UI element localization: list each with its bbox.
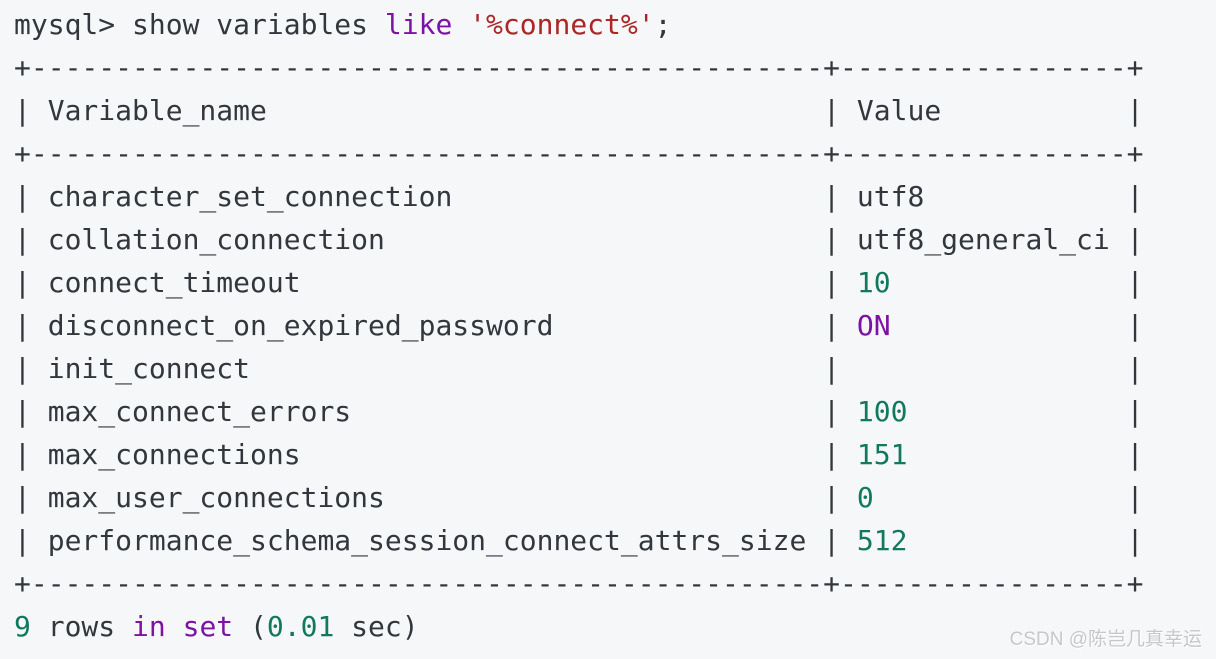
- ascii-border: +---------------------------------------…: [14, 137, 1144, 170]
- ascii-border: +---------------------------------------…: [14, 567, 1144, 600]
- cell-divider: |: [806, 223, 857, 256]
- cell-divider: |: [806, 524, 857, 557]
- table-border-bottom: +---------------------------------------…: [14, 562, 1216, 605]
- cell-divider: |: [1109, 395, 1144, 428]
- query-segment: '%connect%': [469, 8, 655, 41]
- cell-divider: |: [14, 309, 48, 342]
- query-segment: ;: [654, 8, 672, 41]
- variable-name-cell: init_connect: [47, 352, 807, 385]
- summary-segment: (: [233, 610, 267, 643]
- cell-divider: |: [14, 395, 48, 428]
- cell-divider: |: [14, 266, 48, 299]
- summary-segment: 0.01: [266, 610, 335, 643]
- value-cell: [857, 352, 1110, 385]
- cell-divider: |: [806, 352, 857, 385]
- cell-divider: |: [1109, 438, 1144, 471]
- table-header-line: | Variable_name | Value |: [14, 89, 1216, 132]
- column-header-value: Value: [856, 94, 1110, 127]
- variable-name-cell: performance_schema_session_connect_attrs…: [47, 524, 807, 557]
- value-cell: 10: [856, 266, 1110, 299]
- variable-name-cell: disconnect_on_expired_password: [47, 309, 807, 342]
- cell-divider: |: [806, 395, 857, 428]
- value-cell: 100: [856, 395, 1110, 428]
- variable-name-cell: character_set_connection: [47, 180, 807, 213]
- table-row: | max_connections | 151 |: [14, 433, 1216, 476]
- cell-divider: |: [1109, 266, 1144, 299]
- value-cell: ON: [856, 309, 1110, 342]
- cell-divider: |: [14, 223, 48, 256]
- mysql-query-line: mysql> show variables like '%connect%';: [14, 3, 1216, 46]
- cell-divider: |: [14, 352, 48, 385]
- table-row: | connect_timeout | 10 |: [14, 261, 1216, 304]
- ascii-border: +---------------------------------------…: [14, 51, 1144, 84]
- table-row: | character_set_connection | utf8 |: [14, 175, 1216, 218]
- summary-segment: in set: [132, 610, 234, 643]
- variable-name-cell: connect_timeout: [47, 266, 807, 299]
- table-row: | disconnect_on_expired_password | ON |: [14, 304, 1216, 347]
- variable-name-cell: max_connect_errors: [47, 395, 807, 428]
- cell-divider: |: [14, 94, 48, 127]
- table-row: | performance_schema_session_connect_att…: [14, 519, 1216, 562]
- summary-segment: sec): [334, 610, 419, 643]
- table-row: | collation_connection | utf8_general_ci…: [14, 218, 1216, 261]
- cell-divider: |: [1109, 352, 1144, 385]
- cell-divider: |: [806, 481, 857, 514]
- summary-segment: 9: [14, 610, 31, 643]
- table-row: | max_connect_errors | 100 |: [14, 390, 1216, 433]
- table-row: | init_connect | |: [14, 347, 1216, 390]
- cell-divider: |: [806, 94, 857, 127]
- value-cell: 0: [856, 481, 1110, 514]
- cell-divider: |: [806, 266, 857, 299]
- result-summary-line: 9 rows in set (0.01 sec): [14, 605, 1216, 648]
- column-header-variable-name: Variable_name: [47, 94, 807, 127]
- query-segment: mysql> show variables: [14, 8, 385, 41]
- variable-name-cell: collation_connection: [47, 223, 807, 256]
- query-segment: [452, 8, 469, 41]
- cell-divider: |: [1109, 94, 1144, 127]
- summary-segment: rows: [30, 610, 133, 643]
- value-cell: utf8_general_ci: [856, 223, 1110, 256]
- variable-name-cell: max_user_connections: [47, 481, 807, 514]
- cell-divider: |: [806, 438, 857, 471]
- cell-divider: |: [1109, 223, 1144, 256]
- table-row: | max_user_connections | 0 |: [14, 476, 1216, 519]
- cell-divider: |: [1109, 524, 1144, 557]
- cell-divider: |: [14, 481, 48, 514]
- cell-divider: |: [1109, 481, 1144, 514]
- cell-divider: |: [1109, 309, 1144, 342]
- value-cell: utf8: [856, 180, 1110, 213]
- cell-divider: |: [14, 524, 48, 557]
- cell-divider: |: [14, 180, 48, 213]
- value-cell: 512: [856, 524, 1110, 557]
- cell-divider: |: [806, 309, 857, 342]
- cell-divider: |: [14, 438, 48, 471]
- table-border-top: +---------------------------------------…: [14, 46, 1216, 89]
- variable-name-cell: max_connections: [47, 438, 807, 471]
- value-cell: 151: [856, 438, 1110, 471]
- cell-divider: |: [1109, 180, 1144, 213]
- csdn-watermark: CSDN @陈岂几真幸运: [1009, 629, 1202, 650]
- query-segment: like: [384, 8, 453, 41]
- table-border-header: +---------------------------------------…: [14, 132, 1216, 175]
- cell-divider: |: [806, 180, 857, 213]
